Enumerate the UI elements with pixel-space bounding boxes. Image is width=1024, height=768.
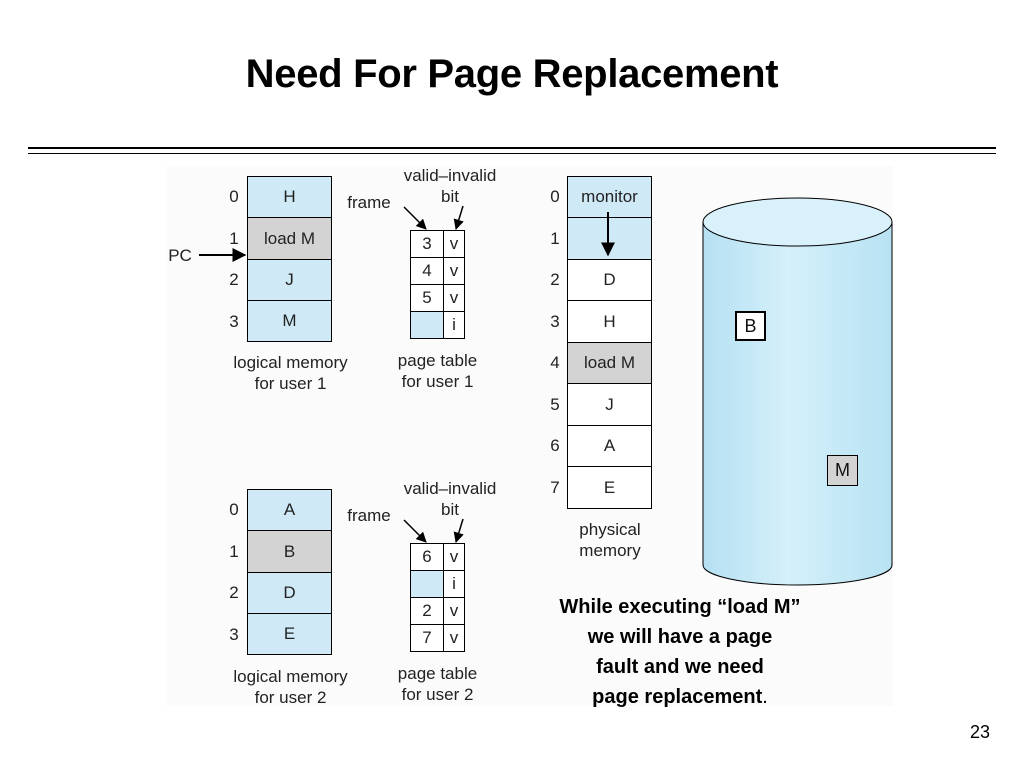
index-label: 7	[550, 478, 560, 497]
logical-cell: H	[247, 176, 332, 218]
index-label: 3	[550, 312, 560, 331]
index-label: 1	[229, 229, 239, 248]
backing-store-disk	[702, 197, 893, 586]
logical-cell: E	[247, 613, 332, 655]
logical-cell: J	[247, 259, 332, 301]
physical-cell: J	[567, 383, 652, 426]
caption-line: While executing “load M”	[559, 596, 801, 618]
physical-cell: A	[567, 425, 652, 467]
title-rule-top	[28, 147, 996, 149]
for-user-2-pt-label: for user 2	[401, 685, 474, 704]
index-label: 2	[229, 583, 239, 602]
index-label: 0	[229, 500, 239, 519]
caption-line: we will have a page	[587, 626, 773, 648]
valid-invalid-label: valid–invalid	[403, 479, 497, 498]
pc-label: PC	[168, 246, 192, 265]
for-user-1-pt-label: for user 1	[401, 372, 474, 391]
index-label: 6	[550, 436, 560, 455]
index-label: 0	[550, 187, 560, 206]
index-label: 0	[229, 187, 239, 206]
index-label: 2	[550, 270, 560, 289]
index-label: 5	[550, 395, 560, 414]
physical-cell: load M	[567, 342, 652, 384]
logical-memory-label-2: logical memory	[233, 667, 348, 686]
slide-title: Need For Page Replacement	[245, 52, 779, 96]
index-label: 3	[229, 625, 239, 644]
bit-label: bit	[441, 500, 459, 519]
index-label: 2	[229, 270, 239, 289]
index-label: 1	[550, 229, 560, 248]
physical-cell: monitor	[567, 176, 652, 218]
caption: While executing “load M” we will have a …	[510, 592, 850, 712]
page-table-label-1: page table	[397, 351, 478, 370]
index-label: 4	[550, 353, 560, 372]
page-table-frame: 2	[410, 597, 444, 625]
for-user-1-label: for user 1	[254, 374, 327, 393]
bit-pointer-arrow-1	[453, 205, 464, 231]
frame-pointer-arrow-1	[403, 206, 427, 230]
frame-pointer-arrow-2	[403, 519, 427, 543]
logical-cell: load M	[247, 217, 332, 260]
caption-last-line: page replacement.	[510, 682, 850, 712]
valid-invalid-label: valid–invalid	[403, 166, 497, 185]
page-table-bit: v	[443, 624, 465, 652]
caption-line: page replacement	[592, 686, 763, 708]
caption-period: .	[762, 686, 768, 708]
index-label: 3	[229, 312, 239, 331]
physical-cell: E	[567, 466, 652, 509]
memory-label: memory	[579, 541, 641, 560]
page-table-label-2: page table	[397, 664, 478, 683]
frame-label: frame	[347, 193, 391, 212]
physical-label: physical	[579, 520, 641, 539]
page-table-bit: i	[443, 311, 465, 339]
index-label: 1	[229, 542, 239, 561]
physical-cell: D	[567, 259, 652, 301]
frame-label: frame	[347, 506, 391, 525]
bit-pointer-arrow-2	[453, 518, 464, 544]
logical-cell: B	[247, 530, 332, 573]
physical-cell: H	[567, 300, 652, 343]
logical-memory-label-1: logical memory	[233, 353, 348, 372]
disk-page-m: M	[827, 455, 858, 486]
for-user-2-label: for user 2	[254, 688, 327, 707]
caption-line: fault and we need	[596, 656, 764, 678]
title-rule-bottom	[28, 153, 996, 154]
disk-page-b: B	[735, 311, 766, 341]
logical-cell: M	[247, 300, 332, 342]
bit-label: bit	[441, 187, 459, 206]
page-number: 23	[969, 722, 990, 742]
logical-cell: A	[247, 489, 332, 531]
